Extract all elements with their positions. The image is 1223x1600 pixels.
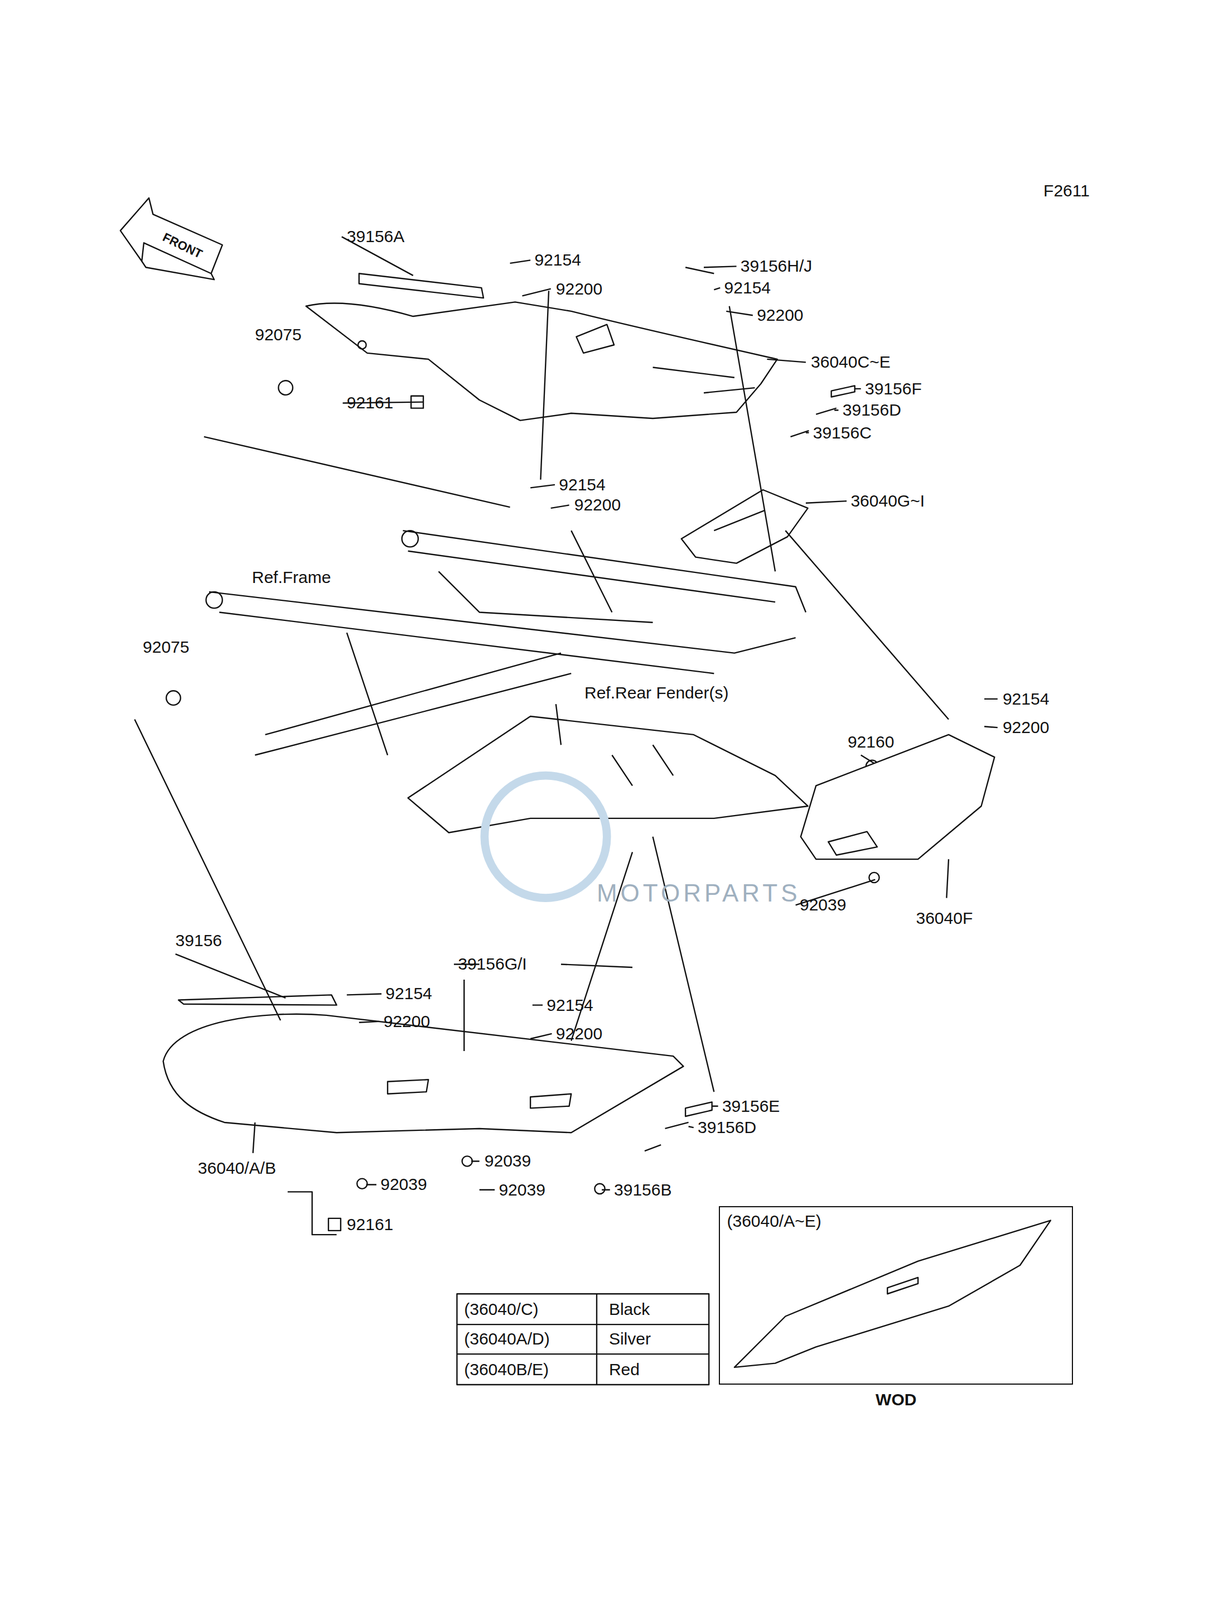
callout-number: Ref.Frame bbox=[252, 567, 332, 587]
tail-light-opening bbox=[828, 831, 878, 855]
callout-number: 39156D bbox=[842, 400, 902, 420]
callout-number: 92200 bbox=[756, 305, 804, 325]
table-cell: (36040A/D) bbox=[463, 1328, 550, 1348]
callout-number: 39156C bbox=[813, 423, 872, 443]
callout-number: 92154 bbox=[546, 995, 593, 1015]
callout-number: 92039 bbox=[380, 1174, 427, 1194]
callout-number: 92161 bbox=[346, 393, 394, 413]
fender-detail bbox=[556, 703, 674, 786]
grommet bbox=[166, 690, 181, 705]
inset-cover bbox=[734, 1220, 1051, 1367]
frame-mount bbox=[205, 591, 222, 608]
front-arrow-shadow bbox=[141, 260, 215, 280]
inset-box: (36040/A~E)WOD bbox=[718, 1205, 1073, 1385]
callout-number: 92154 bbox=[558, 475, 606, 495]
callout-number: 39156H/J bbox=[740, 256, 812, 276]
callout-number: 36040/A/B bbox=[197, 1158, 277, 1178]
callout-number: 92075 bbox=[254, 325, 302, 345]
watermark-globe bbox=[484, 775, 607, 898]
callout-number: 92039 bbox=[799, 895, 847, 915]
rear-fender bbox=[408, 716, 809, 833]
seat-cowl bbox=[306, 301, 778, 420]
grommet bbox=[278, 380, 293, 395]
callout-number: 92075 bbox=[142, 637, 190, 657]
callout-number: 92200 bbox=[556, 279, 603, 299]
frame-mount bbox=[402, 530, 419, 547]
side-cover bbox=[163, 1013, 684, 1133]
clip bbox=[462, 1155, 473, 1166]
callout-number: 92154 bbox=[1002, 689, 1050, 709]
callout-number: 39156E bbox=[722, 1096, 780, 1116]
callout-number: 92154 bbox=[724, 278, 771, 298]
table-cell: (36040B/E) bbox=[463, 1359, 549, 1379]
callout-number: Ref.Rear Fender(s) bbox=[584, 683, 729, 703]
callout-number: 92200 bbox=[574, 495, 621, 515]
callout-number: 92200 bbox=[383, 1011, 430, 1031]
seat-strip bbox=[359, 273, 484, 298]
callout-number: 92154 bbox=[385, 983, 432, 1003]
callout-number: 39156G/I bbox=[457, 954, 527, 974]
leader-line bbox=[175, 236, 998, 1189]
callout-number: 92154 bbox=[534, 250, 581, 270]
tail-cover bbox=[800, 734, 995, 859]
callout-number: 39156D bbox=[697, 1117, 757, 1137]
callout-number: 39156A bbox=[346, 226, 405, 246]
color-table-grid bbox=[456, 1293, 709, 1385]
callout-number: 92200 bbox=[556, 1023, 603, 1043]
callout-number: 92039 bbox=[484, 1151, 531, 1171]
watermark: MOTORPARTS bbox=[596, 883, 801, 903]
decal bbox=[561, 267, 714, 968]
table-cell: Black bbox=[608, 1299, 650, 1319]
callout-number: 36040C~E bbox=[810, 352, 891, 372]
callout-number: 36040G~I bbox=[850, 491, 925, 511]
table-cell: Red bbox=[608, 1359, 640, 1379]
callout-number: F2611 bbox=[1043, 181, 1090, 201]
callout-number: 39156B bbox=[614, 1180, 672, 1200]
inner-panel bbox=[681, 489, 809, 564]
clip bbox=[356, 1178, 367, 1189]
inset-heading: (36040/A~E) bbox=[726, 1211, 1066, 1231]
side-cover-detail bbox=[387, 1079, 572, 1108]
callout-number: 92161 bbox=[346, 1214, 394, 1234]
callout-number: 39156 bbox=[175, 930, 222, 950]
bracket-block bbox=[328, 1217, 341, 1231]
callout-number: 92160 bbox=[847, 732, 894, 752]
clip bbox=[594, 1183, 605, 1194]
callout-number: 92039 bbox=[498, 1180, 545, 1200]
grommet-hole bbox=[358, 340, 367, 350]
frame-tube bbox=[209, 530, 806, 755]
inset-caption: WOD bbox=[875, 1389, 917, 1409]
assembly-line bbox=[134, 290, 949, 1235]
table-cell: Silver bbox=[608, 1328, 651, 1348]
callout-number: 39156F bbox=[864, 379, 922, 399]
front-arrow bbox=[120, 197, 223, 274]
callout-number: 92200 bbox=[1002, 717, 1050, 737]
seat-cowl-detail bbox=[576, 324, 755, 394]
callout-number: 36040F bbox=[915, 908, 973, 928]
seat-strip bbox=[178, 994, 337, 1005]
table-cell: (36040/C) bbox=[463, 1299, 539, 1319]
